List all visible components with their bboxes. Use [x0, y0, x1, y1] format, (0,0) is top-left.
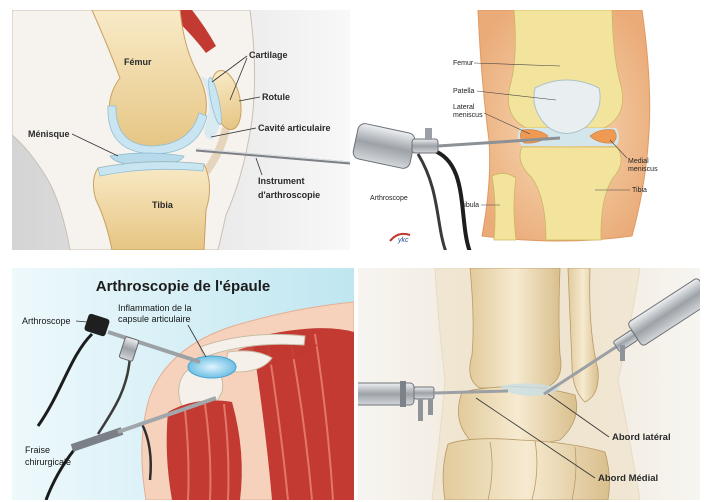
label-fraise-line1: Fraise	[25, 445, 50, 455]
panel-knee-lateral: Fémur Cartilage Rotule Cavité articulair…	[12, 10, 350, 250]
label-tibia: Tibia	[152, 200, 174, 210]
medial-arthroscope-ring	[400, 381, 406, 407]
label-lateral-meniscus-line1: Lateral	[453, 104, 475, 111]
label-menisque: Ménisque	[28, 129, 70, 139]
label-abord-lateral: Abord latéral	[612, 432, 671, 443]
label-femur-front: Femur	[453, 60, 474, 67]
foot-bones	[443, 439, 609, 500]
label-cavite-articulaire: Cavité articulaire	[258, 123, 331, 133]
panel-shoulder: Arthroscopie de l'épaule Arthroscope Inf…	[12, 268, 354, 500]
ykc-logo-text: ykc	[397, 237, 409, 244]
label-arthroscope-front: Arthroscope	[370, 195, 408, 202]
panel-ankle: Abord latéral Abord Médial	[352, 268, 705, 500]
arthroscope-coupler	[412, 139, 438, 153]
label-tibia-front: Tibia	[632, 187, 647, 194]
label-inflammation-line2: capsule articulaire	[118, 314, 191, 324]
shoulder-title: Arthroscopie de l'épaule	[96, 278, 270, 295]
label-femur: Fémur	[124, 57, 152, 67]
lateral-instrument-stem	[620, 345, 625, 361]
biceps-muscle	[167, 400, 242, 500]
tibia-bone-ankle	[470, 268, 561, 388]
fibula-bone-front	[492, 173, 516, 240]
label-patella: Patella	[453, 88, 475, 95]
label-inflammation-line1: Inflammation de la	[118, 303, 192, 313]
label-fibula: Fibula	[460, 202, 479, 209]
label-medial-meniscus-line1: Medial	[628, 158, 649, 165]
label-instrument-line1: Instrument	[258, 176, 305, 186]
label-rotule: Rotule	[262, 92, 290, 102]
label-shoulder-arthroscope: Arthroscope	[22, 316, 71, 326]
panel-knee-front: Femur Patella Lateral meniscus Medial me…	[352, 10, 700, 252]
medial-arthroscope-coupler	[414, 387, 434, 399]
label-cartilage: Cartilage	[249, 50, 288, 60]
talus-bone	[458, 387, 576, 445]
medial-arthroscope-rod	[434, 391, 508, 393]
label-lateral-meniscus-line2: meniscus	[453, 112, 483, 119]
medial-arthroscope-stem-1	[418, 399, 423, 421]
label-medial-meniscus-line2: meniscus	[628, 166, 658, 173]
label-abord-medial: Abord Médial	[598, 473, 658, 484]
arthroscope-valve	[425, 128, 432, 140]
label-fraise-line2: chirurgicale	[25, 457, 71, 467]
medial-arthroscope-stem-2	[428, 399, 433, 415]
label-instrument-line2: d'arthroscopie	[258, 190, 320, 200]
